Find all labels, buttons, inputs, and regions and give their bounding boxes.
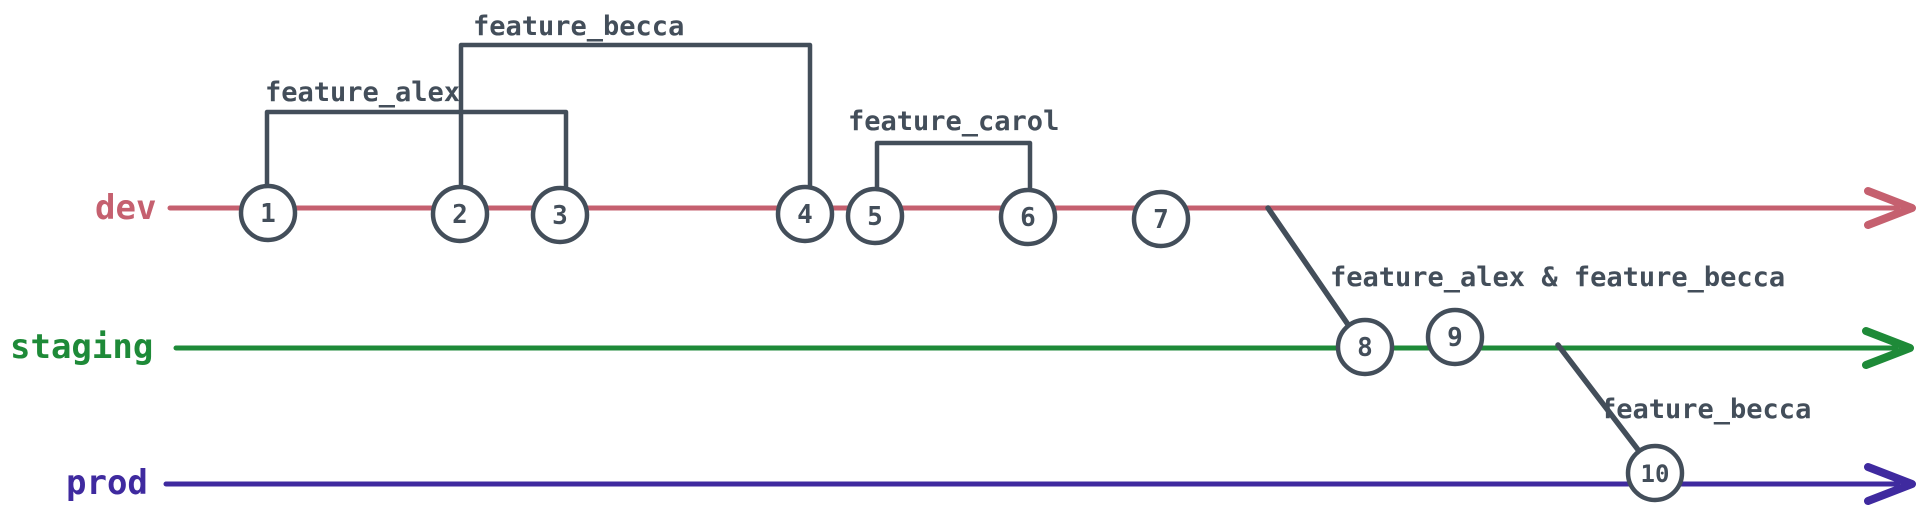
commit-number-8: 8 xyxy=(1357,333,1373,363)
feature-bracket-feature_becca xyxy=(458,42,813,191)
commit-node-1 xyxy=(238,183,298,243)
commit-node-6 xyxy=(998,187,1058,247)
merge-label-becca: feature_becca xyxy=(1600,394,1812,425)
feature-label-alex: feature_alex xyxy=(265,77,461,108)
arrowhead-icon-staging xyxy=(1862,327,1914,369)
branch-label-dev: dev xyxy=(95,188,157,228)
commit-number-7: 7 xyxy=(1153,205,1169,235)
commit-number-2: 2 xyxy=(452,200,468,230)
branch-label-prod: prod xyxy=(66,463,148,503)
commit-node-9 xyxy=(1425,307,1485,367)
commit-number-4: 4 xyxy=(797,200,813,230)
arrowhead-icon-prod xyxy=(1864,463,1916,505)
commit-node-8 xyxy=(1335,317,1395,377)
merge-edge-1 xyxy=(1265,205,1352,329)
feature-bracket-feature_carol xyxy=(874,140,1033,194)
merge-edge-2 xyxy=(1555,342,1642,454)
feature-label-becca: feature_becca xyxy=(473,11,685,42)
commit-number-10: 10 xyxy=(1641,460,1670,488)
commit-number-6: 6 xyxy=(1020,203,1036,233)
commit-node-5 xyxy=(845,186,905,246)
commit-number-5: 5 xyxy=(867,202,883,232)
commit-node-2 xyxy=(430,184,490,244)
arrowhead-icon-dev xyxy=(1864,187,1916,229)
commit-number-3: 3 xyxy=(552,201,568,231)
branch-label-staging: staging xyxy=(10,327,154,367)
commit-node-3 xyxy=(530,185,590,245)
commit-number-1: 1 xyxy=(260,199,276,229)
feature-bracket-feature_alex xyxy=(264,109,569,192)
commit-number-9: 9 xyxy=(1447,323,1463,353)
commit-node-7 xyxy=(1131,189,1191,249)
merge-label-alex-and-becca: feature_alex & feature_becca xyxy=(1330,262,1786,293)
commit-node-10 xyxy=(1625,443,1685,503)
feature-label-carol: feature_carol xyxy=(848,106,1060,137)
commit-node-4 xyxy=(775,184,835,244)
